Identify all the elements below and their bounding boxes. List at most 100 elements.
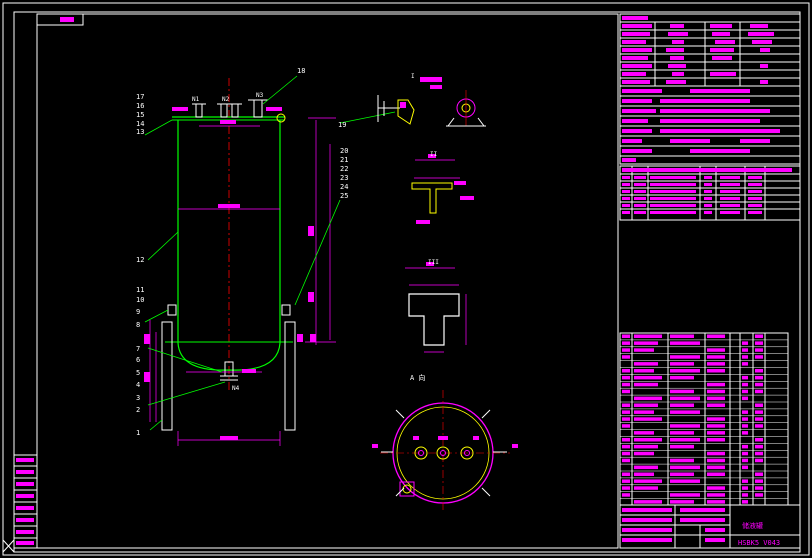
part-number-label: 5 [136,369,141,377]
title-block-name: 储液罐 [742,522,763,530]
parts-cell-text [707,486,725,490]
part-number-label: 14 [136,120,145,128]
parts-cell-text [622,458,630,463]
parts-cell-text [707,389,725,394]
parts-cell-text [742,396,748,401]
parts-cell-text [742,500,748,504]
parts-cell-text [622,417,630,421]
drawing-number: HSBK5 V043 [738,539,781,547]
parts-cell-text [634,417,662,421]
parts-cell-text [670,355,700,359]
parts-cell-text [634,396,662,401]
parts-cell-text [670,403,694,407]
parts-cell-text [622,451,630,456]
view-a-label: A 向 [410,374,426,382]
parts-cell-text [707,438,725,442]
parts-cell-text [707,493,725,497]
parts-cell-text [670,410,700,414]
parts-cell-text [742,479,748,483]
parts-cell-text [634,410,654,414]
part-number-label: 17 [136,93,145,101]
part-number-label: 21 [340,156,349,164]
parts-cell-text [707,362,725,366]
part-number-label: 1 [136,429,141,437]
parts-cell-text [742,375,748,380]
parts-cell-text [755,479,763,483]
parts-cell-text [742,417,748,421]
part-number-label: 15 [136,111,145,119]
parts-cell-text [707,458,725,463]
parts-cell-text [622,375,630,380]
parts-cell-text [622,424,630,428]
parts-cell-text [622,410,630,414]
parts-cell-text [742,424,748,428]
parts-cell-text [622,438,630,442]
parts-cell-text [707,382,725,387]
parts-cell-text [742,362,748,366]
parts-list-rows [620,332,788,504]
detail-view-2 [411,154,474,224]
parts-cell-text [755,389,763,394]
parts-cell-text [742,465,748,470]
parts-cell-text [742,410,748,414]
parts-cell-text [622,486,630,490]
parts-cell-text [634,341,658,345]
vessel-elevation [144,75,396,446]
parts-cell-text [634,451,654,456]
parts-cell-text [670,424,700,428]
detail-label-3: III [428,259,439,266]
parts-cell-text [634,334,662,338]
part-number-label: 9 [136,308,141,316]
nozzle-table [619,165,801,221]
parts-cell-text [622,479,630,483]
parts-cell-text [707,417,725,421]
parts-cell-text [755,355,763,359]
part-number-label: 19 [338,121,347,129]
parts-cell-text [742,451,748,456]
parts-cell-text [755,458,763,463]
part-number-label: 2 [136,406,141,414]
parts-cell-text [755,369,763,373]
part-number-label: 4 [136,381,141,389]
parts-cell-text [755,493,763,497]
view-a-plan [372,390,518,510]
inner-frame [13,11,801,553]
parts-cell-text [622,355,630,359]
parts-cell-text [742,486,748,490]
part-number-label: 13 [136,128,145,136]
parts-cell-text [670,444,694,449]
parts-cell-text [634,486,658,490]
nozzle-label-n1: N1 [192,96,200,103]
parts-cell-text [707,334,725,338]
parts-cell-text [707,500,725,504]
parts-cell-text [622,369,630,373]
parts-cell-text [634,375,662,380]
parts-cell-text [634,431,654,435]
parts-cell-text [707,424,725,428]
parts-cell-text [670,389,694,394]
parts-cell-text [755,382,763,387]
part-number-label: 10 [136,296,145,304]
parts-cell-text [622,493,630,497]
nozzle-label-n4: N4 [232,385,240,392]
part-number-label: 3 [136,394,141,402]
nozzle-label-n2: N2 [222,96,230,103]
parts-cell-text [670,500,694,504]
parts-cell-text [622,341,630,345]
parts-cell-text [755,410,763,414]
parts-cell-text [755,438,763,442]
parts-cell-text [670,341,700,345]
detail-label-1: I [411,73,415,80]
title-block [619,504,801,549]
part-number-label: 22 [340,165,349,173]
part-number-label: 23 [340,174,349,182]
parts-cell-text [707,465,725,470]
parts-cell-text [670,472,694,476]
parts-cell-text [622,334,630,338]
parts-cell-text [670,334,694,338]
parts-cell-text [755,417,763,421]
detail-view-1 [377,77,486,127]
parts-cell-text [755,348,763,352]
parts-cell-text [707,472,725,476]
